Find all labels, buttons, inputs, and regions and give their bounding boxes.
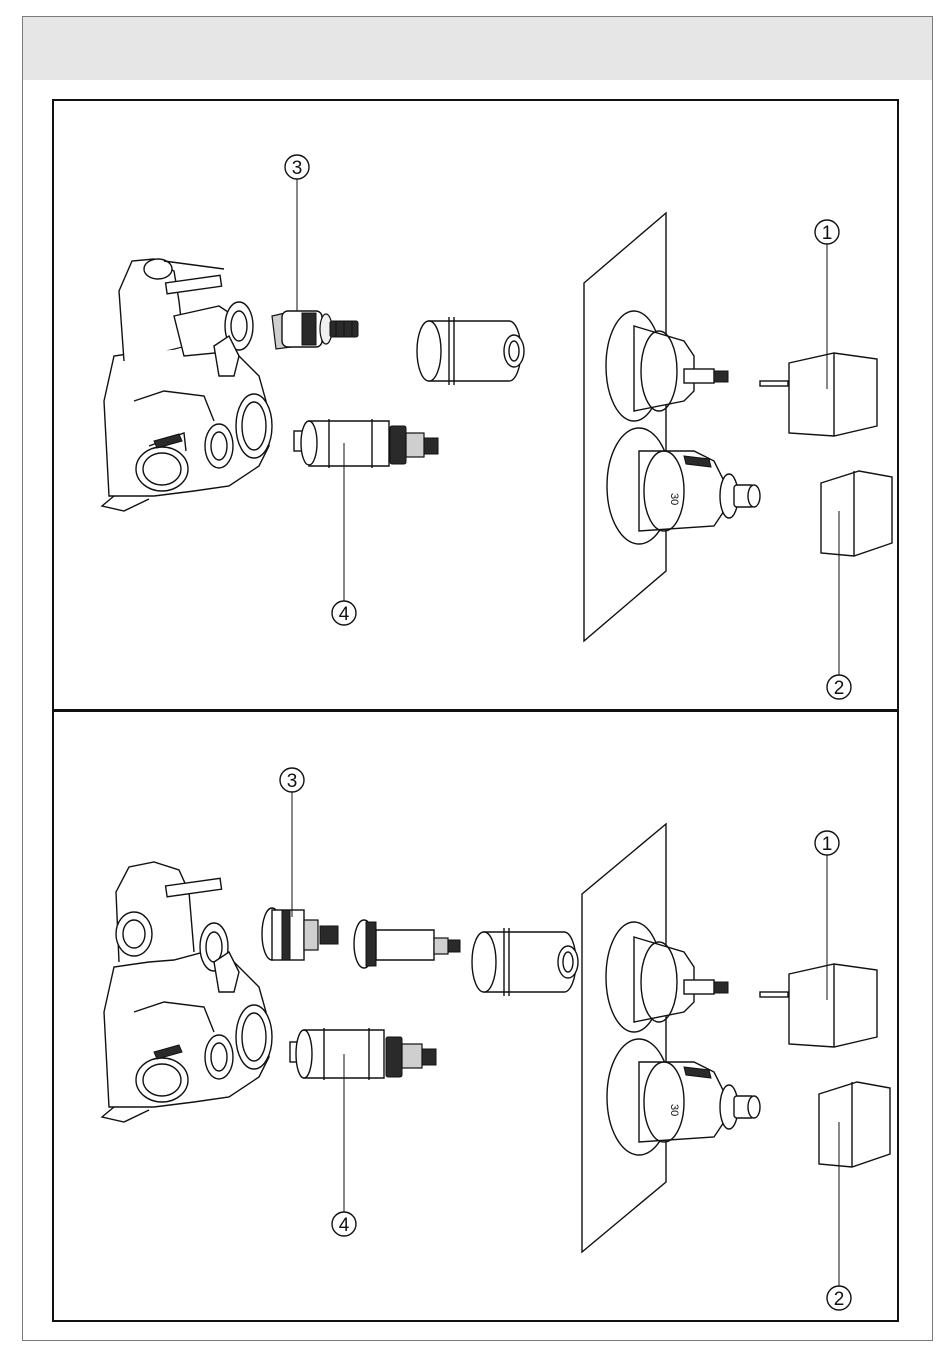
callout-4: 4 (332, 1054, 356, 1236)
callout-label: 1 (822, 834, 833, 855)
lower-shroud: 30 (607, 1039, 760, 1155)
callout-label: 1 (822, 223, 833, 244)
diagram-panel-bottom: 30 3 4 1 2 (52, 710, 899, 1322)
valve-body (102, 862, 272, 1122)
coupling-sleeve (472, 928, 578, 996)
exploded-view-bottom: 30 3 4 1 2 (54, 712, 901, 1324)
thermostatic-cartridge (290, 1028, 436, 1080)
valve-cartridge-small (272, 311, 358, 349)
callout-label: 3 (287, 771, 298, 792)
thermostatic-cartridge (294, 419, 438, 468)
diagram-panel-top: 30 3 4 1 2 (52, 99, 899, 711)
wall-plate (584, 213, 666, 641)
lower-shroud: 30 (607, 428, 760, 544)
callout-label: 2 (834, 678, 845, 699)
callout-label: 4 (339, 604, 350, 625)
valve-cartridge-small (262, 908, 338, 960)
header-band (23, 17, 932, 80)
upper-handle (760, 964, 877, 1047)
upper-shroud (606, 311, 728, 421)
lower-handle (821, 471, 892, 556)
exploded-view-top: 30 3 4 1 2 (54, 101, 901, 713)
callout-4: 4 (332, 443, 356, 625)
callout-label: 2 (834, 1289, 845, 1310)
lower-handle (819, 1082, 890, 1167)
valve-body (102, 259, 272, 511)
dial-marking: 30 (668, 493, 680, 505)
wall-plate (582, 824, 666, 1252)
extension-adapter (354, 920, 460, 968)
callout-3: 3 (280, 768, 304, 917)
coupling-sleeve (417, 317, 524, 385)
callout-label: 3 (292, 158, 303, 179)
upper-handle (760, 353, 877, 436)
callout-label: 4 (339, 1215, 350, 1236)
callout-3: 3 (285, 155, 309, 311)
upper-shroud (606, 922, 728, 1032)
dial-marking: 30 (668, 1104, 680, 1116)
